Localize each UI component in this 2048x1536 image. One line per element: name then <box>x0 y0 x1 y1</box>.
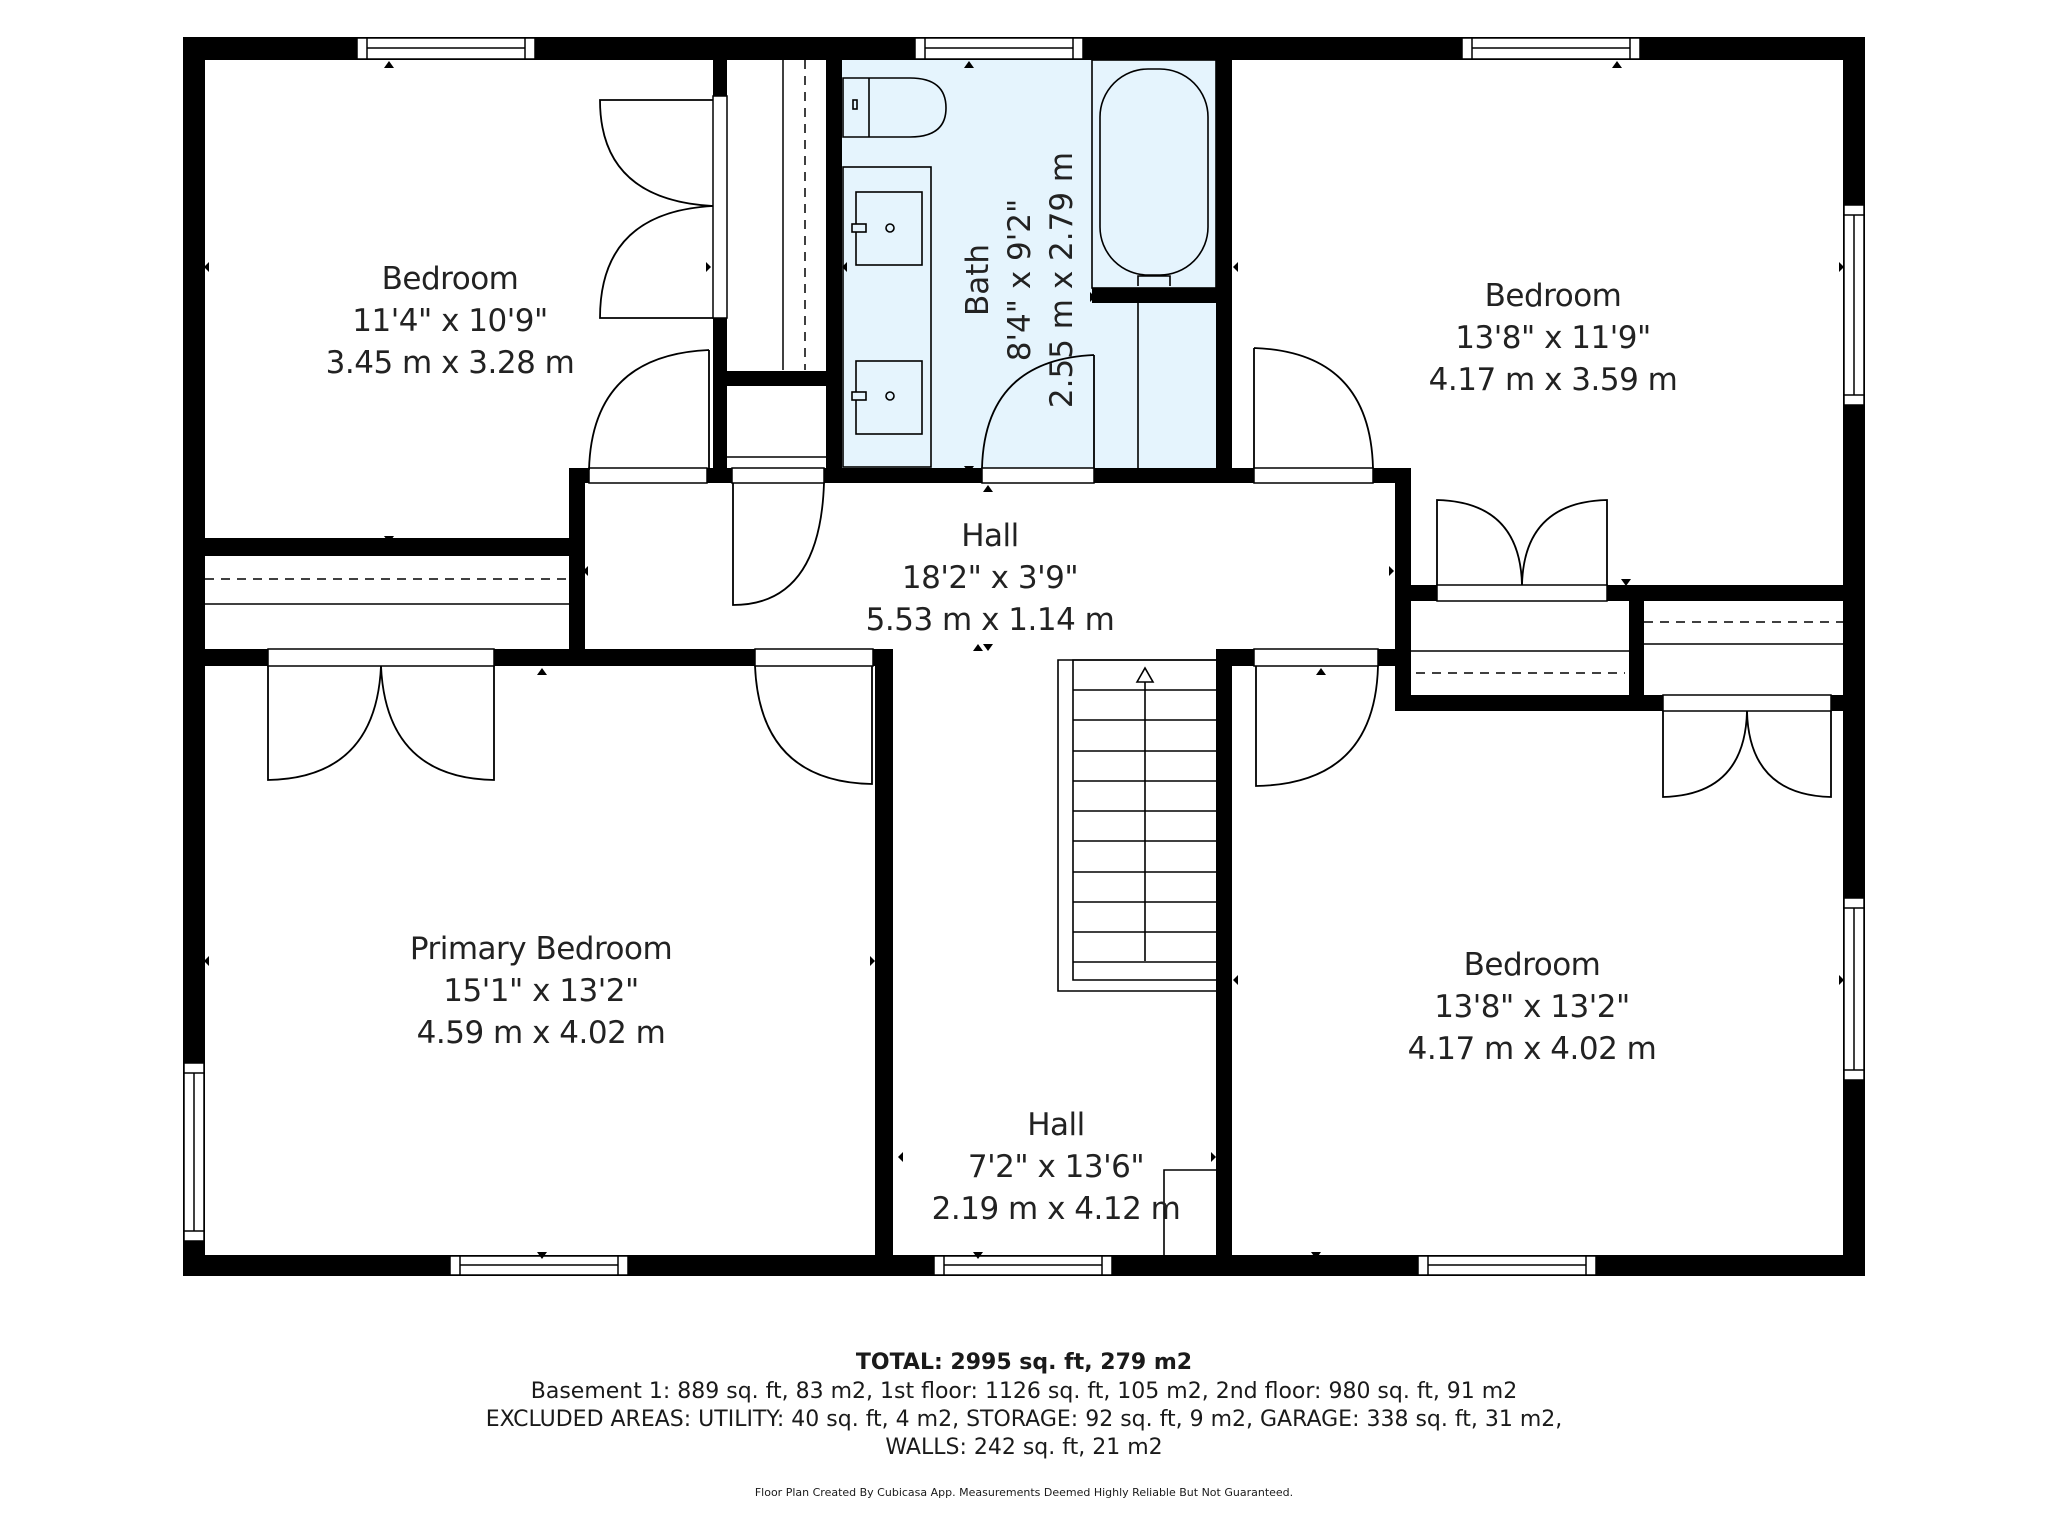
room-label-bedroom-2: Bedroom 13'8" x 11'9" 4.17 m x 3.59 m <box>1393 275 1713 401</box>
total-area: TOTAL: 2995 sq. ft, 279 m2 <box>855 1350 1193 1375</box>
door-openings <box>267 95 1832 712</box>
room-metric: 5.53 m x 1.14 m <box>865 602 1115 638</box>
dimension-markers <box>204 61 1844 1259</box>
room-label-bedroom-1: Bedroom 11'4" x 10'9" 3.45 m x 3.28 m <box>290 258 610 384</box>
room-name: Bedroom <box>381 261 519 297</box>
excluded-areas: EXCLUDED AREAS: UTILITY: 40 sq. ft, 4 m2… <box>485 1407 1563 1432</box>
room-imperial: 8'4" x 9'2" <box>1002 198 1038 362</box>
room-imperial: 7'2" x 13'6" <box>967 1149 1145 1185</box>
closet-lines <box>205 60 1843 674</box>
staircase <box>1057 659 1216 1255</box>
room-imperial: 18'2" x 3'9" <box>901 560 1079 596</box>
room-label-hall-upper: Hall 18'2" x 3'9" 5.53 m x 1.14 m <box>830 515 1150 641</box>
door-swings <box>267 99 1832 798</box>
room-label-bedroom-3: Bedroom 13'8" x 13'2" 4.17 m x 4.02 m <box>1372 944 1692 1070</box>
room-metric: 4.17 m x 4.02 m <box>1407 1031 1657 1067</box>
room-name: Hall <box>961 518 1019 554</box>
room-metric: 4.59 m x 4.02 m <box>416 1015 666 1051</box>
room-label-primary-bedroom: Primary Bedroom 15'1" x 13'2" 4.59 m x 4… <box>341 928 741 1054</box>
vanity <box>842 166 932 468</box>
room-name: Primary Bedroom <box>409 931 673 967</box>
room-metric: 3.45 m x 3.28 m <box>325 345 575 381</box>
room-imperial: 13'8" x 13'2" <box>1434 989 1630 1025</box>
room-imperial: 11'4" x 10'9" <box>352 303 548 339</box>
room-imperial: 15'1" x 13'2" <box>443 973 639 1009</box>
windows <box>183 37 1865 1276</box>
toilet-icon <box>842 77 947 138</box>
wall-area: WALLS: 242 sq. ft, 21 m2 <box>885 1435 1163 1460</box>
floor-areas: Basement 1: 889 sq. ft, 83 m2, 1st floor… <box>530 1379 1518 1404</box>
bathtub-icon <box>1099 68 1209 276</box>
room-metric: 2.55 m x 2.79 m <box>1044 151 1080 409</box>
bath-fixtures <box>842 59 1217 468</box>
room-name: Bath <box>960 243 996 317</box>
disclaimer: Floor Plan Created By Cubicasa App. Meas… <box>754 1486 1294 1499</box>
room-name: Bedroom <box>1484 278 1622 314</box>
room-name: Bedroom <box>1463 947 1601 983</box>
room-metric: 2.19 m x 4.12 m <box>931 1191 1181 1227</box>
room-metric: 4.17 m x 3.59 m <box>1428 362 1678 398</box>
room-imperial: 13'8" x 11'9" <box>1455 320 1651 356</box>
room-label-hall-lower: Hall 7'2" x 13'6" 2.19 m x 4.12 m <box>896 1104 1216 1230</box>
room-name: Hall <box>1027 1107 1085 1143</box>
